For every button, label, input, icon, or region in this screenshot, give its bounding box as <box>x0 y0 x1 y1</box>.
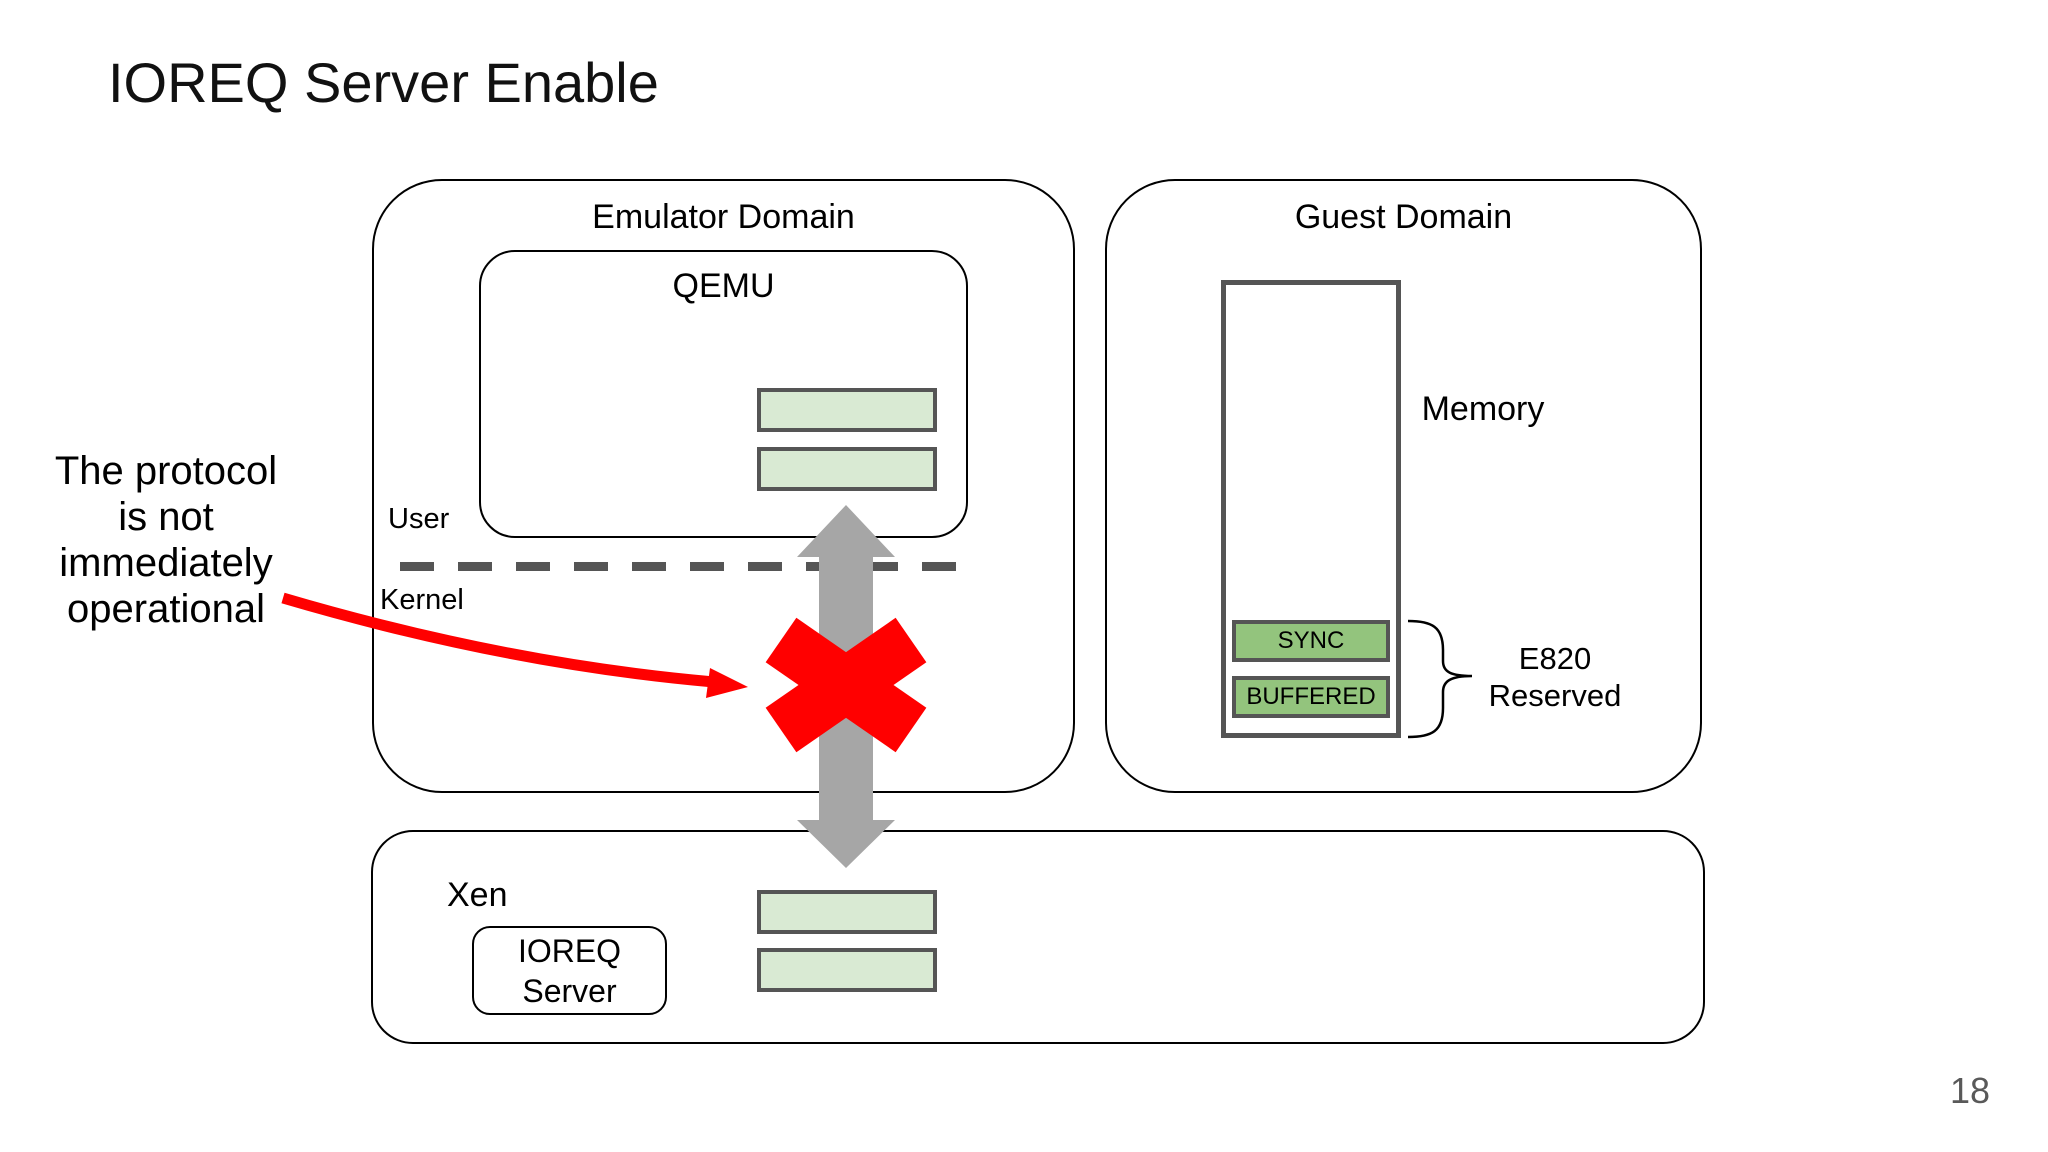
user-kernel-divider-dashed-line <box>400 562 967 571</box>
xen-label: Xen <box>447 876 508 914</box>
protocol-annotation: The protocol is not immediately operatio… <box>36 448 296 632</box>
guest-domain-box <box>1105 179 1702 793</box>
kernel-space-label: Kernel <box>380 584 464 616</box>
annotation-line: The protocol <box>54 449 278 493</box>
emulator-domain-label: Emulator Domain <box>592 198 855 236</box>
qemu-label: QEMU <box>672 267 775 305</box>
xen-buffer-slot-2 <box>757 948 937 992</box>
user-space-label: User <box>388 503 450 535</box>
sync-memory-region: SYNC <box>1232 620 1390 662</box>
ioreq-server-label: IOREQ Server <box>517 932 622 1009</box>
xen-buffer-slot-1 <box>757 890 937 934</box>
slide-title: IOREQ Server Enable <box>108 51 659 114</box>
annotation-line: is not <box>118 495 214 539</box>
guest-domain-label: Guest Domain <box>1294 198 1513 236</box>
annotation-line: operational <box>67 587 265 631</box>
page-number: 18 <box>1950 1070 1991 1111</box>
buffered-memory-region: BUFFERED <box>1232 676 1390 718</box>
qemu-buffer-slot-2 <box>757 447 937 491</box>
ioreq-server-box: IOREQ Server <box>472 926 667 1015</box>
qemu-buffer-slot-1 <box>757 388 937 432</box>
e820-line: Reserved <box>1488 678 1622 713</box>
guest-memory-bar <box>1221 280 1401 738</box>
memory-label: Memory <box>1421 390 1545 428</box>
e820-reserved-label: E820 Reserved <box>1475 640 1635 714</box>
annotation-line: immediately <box>59 541 273 585</box>
e820-line: E820 <box>1518 641 1592 676</box>
